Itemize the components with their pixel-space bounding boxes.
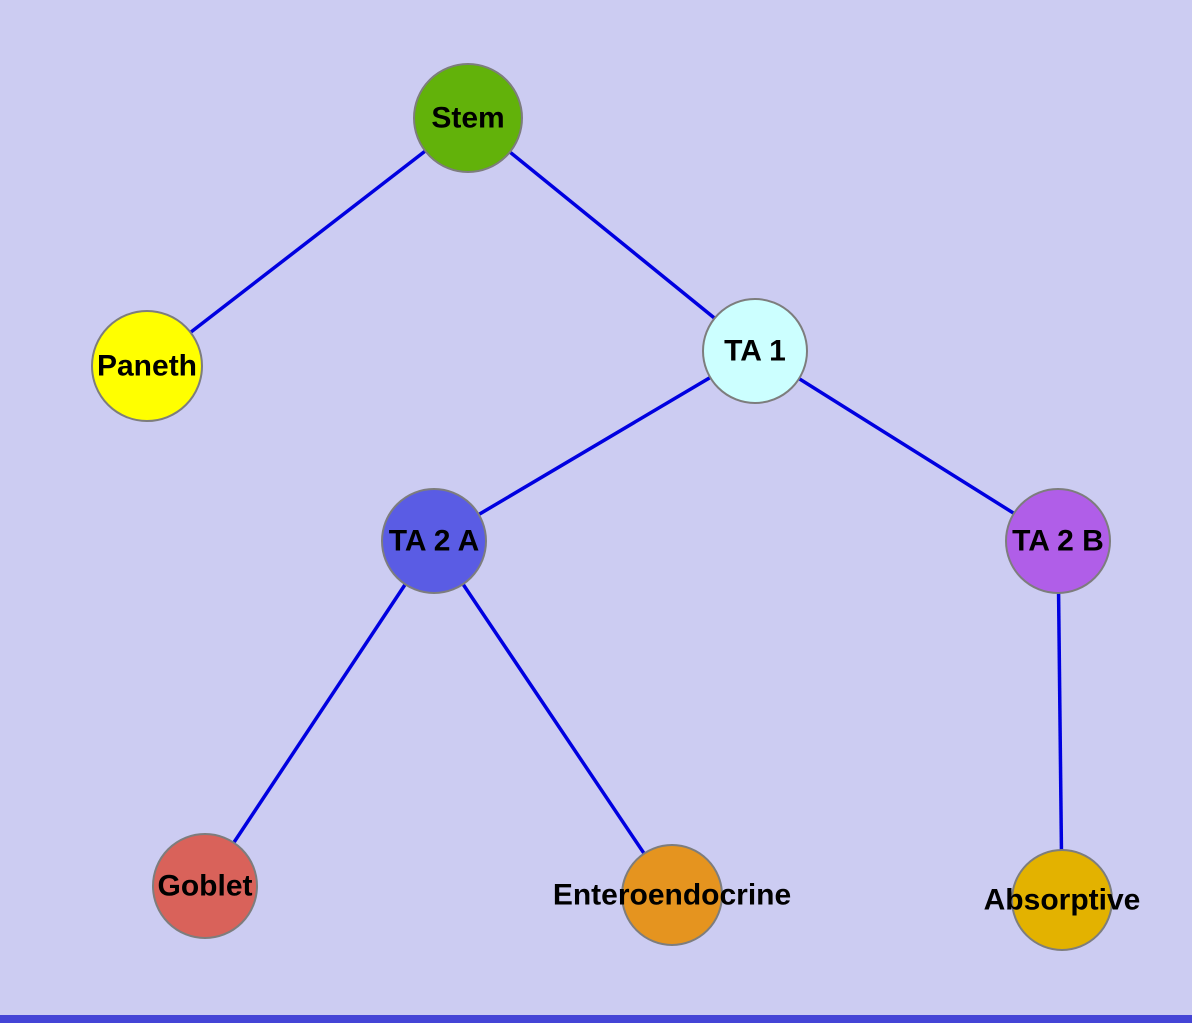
node-label-ta-1: TA 1 [724, 335, 786, 368]
node-circle-ta-2-b[interactable] [1005, 488, 1111, 594]
node-ta-2-a[interactable]: TA 2 A [381, 488, 487, 594]
node-label-absorptive: Absorptive [984, 884, 1141, 917]
node-label-ta-2-a: TA 2 A [389, 525, 480, 558]
edge-ta-2-a-to-goblet [203, 540, 436, 887]
edge-ta-2-b-to-absorptive [1056, 540, 1064, 901]
node-absorptive[interactable]: Absorptive [984, 849, 1141, 951]
node-ta-1[interactable]: TA 1 [702, 298, 808, 404]
node-enteroendocrine[interactable]: Enteroendocrine [553, 844, 791, 946]
edge-stem-to-paneth [145, 116, 470, 368]
edge-ta-1-to-ta-2-b [754, 349, 1059, 543]
node-circle-absorptive[interactable] [1011, 849, 1113, 951]
node-circle-stem[interactable] [413, 63, 523, 173]
node-circle-goblet[interactable] [152, 833, 258, 939]
edge-ta-1-to-ta-2-a [433, 349, 756, 543]
node-circle-ta-1[interactable] [702, 298, 808, 404]
node-goblet[interactable]: Goblet [152, 833, 258, 939]
bottom-edge-strip [0, 1015, 1192, 1023]
node-stem[interactable]: Stem [413, 63, 523, 173]
node-paneth[interactable]: Paneth [91, 310, 203, 422]
node-label-stem: Stem [431, 102, 504, 135]
node-circle-enteroendocrine[interactable] [621, 844, 723, 946]
edge-stem-to-ta-1 [466, 116, 757, 353]
node-ta-2-b[interactable]: TA 2 B [1005, 488, 1111, 594]
node-label-ta-2-b: TA 2 B [1012, 525, 1104, 558]
node-label-enteroendocrine: Enteroendocrine [553, 879, 791, 912]
node-circle-paneth[interactable] [91, 310, 203, 422]
edge-ta-2-a-to-enteroendocrine [432, 540, 674, 896]
node-label-goblet: Goblet [158, 870, 253, 903]
node-circle-ta-2-a[interactable] [381, 488, 487, 594]
node-label-paneth: Paneth [97, 350, 197, 383]
